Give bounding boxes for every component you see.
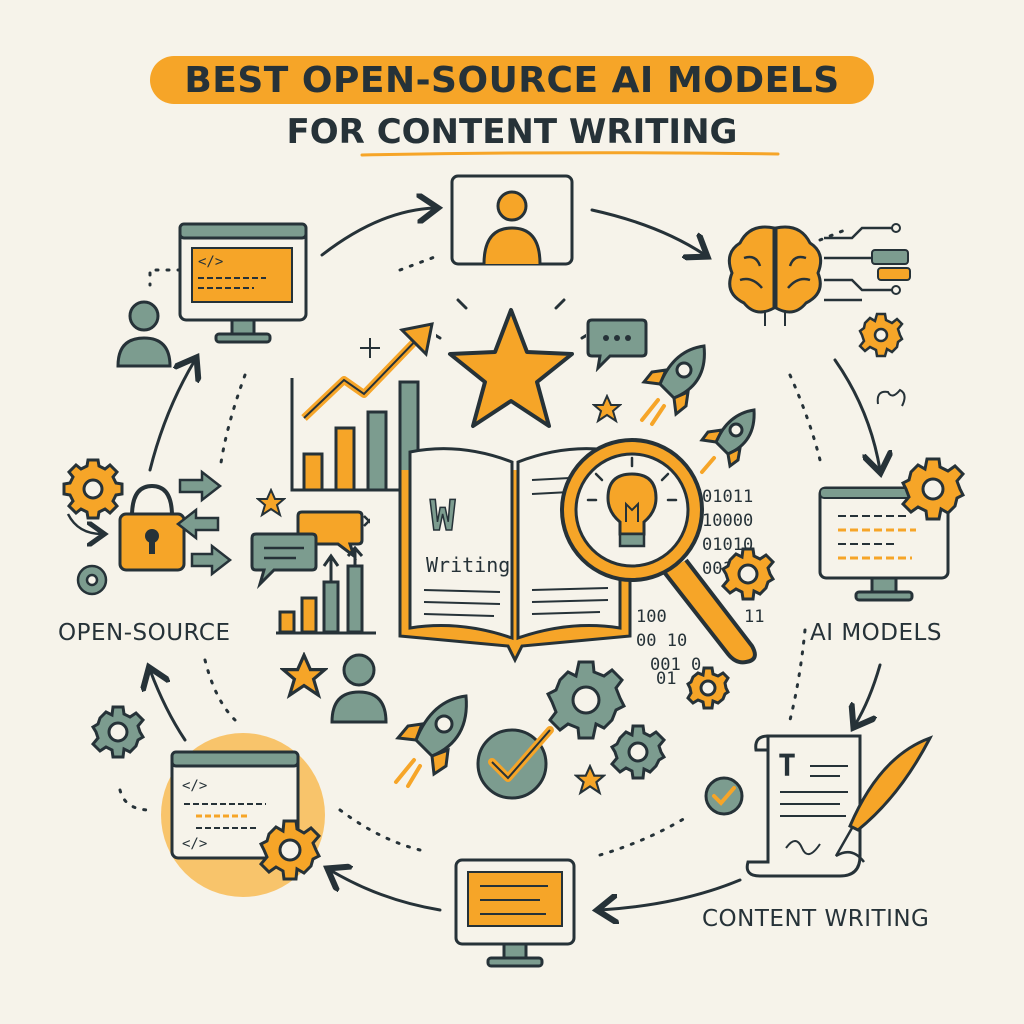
- rocket-icon: [394, 694, 468, 788]
- binary-line: 00 10: [636, 631, 687, 651]
- rocket-icon: [699, 408, 756, 474]
- lock-cluster: [62, 458, 233, 596]
- star-icon: [436, 298, 586, 428]
- magnifier-bulb-icon: [560, 438, 757, 665]
- bar-chart-icon: [276, 546, 376, 635]
- binary-line: 11: [744, 607, 764, 627]
- chat-bubble-icon: [586, 318, 648, 372]
- gear-icon: [858, 312, 904, 358]
- binary-line: 100: [636, 607, 667, 627]
- chat-bubbles-icon: [250, 510, 370, 590]
- code-tag-text: </>: [198, 254, 223, 270]
- star-icon: [592, 394, 622, 424]
- person-icon: [116, 300, 172, 368]
- label-ai-models: AI MODELS: [810, 620, 942, 646]
- star-icon: [574, 764, 606, 796]
- binary-line: 10000: [702, 511, 753, 531]
- bottom-monitor-icon: [454, 858, 576, 968]
- code-monitor-icon: </>: [178, 222, 308, 344]
- binary-line: 01: [656, 669, 676, 689]
- binary-digits-lower: 100 00 10 001 0 11: [636, 607, 764, 675]
- title-underline: [360, 151, 780, 157]
- binary-line: 01010: [702, 535, 753, 555]
- code-tag-text: </>: [182, 836, 207, 852]
- rocket-icon: [640, 344, 706, 426]
- brain-icon: [727, 225, 823, 326]
- book-letter: W: [430, 491, 456, 540]
- user-profile-card-icon: [450, 174, 574, 266]
- title-line-2: FOR CONTENT WRITING: [286, 112, 738, 152]
- title-line-1: BEST OPEN-SOURCE AI MODELS: [150, 56, 874, 104]
- title-block: BEST OPEN-SOURCE AI MODELS FOR CONTENT W…: [0, 0, 1024, 170]
- code-window-icon: </> </>: [170, 750, 300, 860]
- binary-line: 001 0: [650, 655, 701, 675]
- circuit-lines-icon: [824, 223, 911, 302]
- label-open-source: OPEN-SOURCE: [58, 620, 231, 646]
- check-circle-icon: [704, 776, 744, 816]
- gear-icon: [720, 547, 776, 601]
- book-word: Writing: [426, 553, 510, 577]
- document-letter: T: [778, 749, 796, 784]
- gear-icon: [900, 457, 966, 521]
- star-icon: [280, 652, 328, 699]
- gear-icon: [90, 705, 146, 759]
- person-icon: [330, 653, 388, 724]
- star-icon: [256, 488, 286, 518]
- sparkle-icon: [360, 338, 380, 358]
- squiggle-icon: [876, 388, 906, 407]
- gear-icon: [258, 819, 322, 881]
- growth-chart-icon: [290, 322, 440, 492]
- binary-line: 01011: [702, 487, 753, 507]
- label-content-writing: CONTENT WRITING: [702, 906, 930, 932]
- document-quill-icon: T: [745, 734, 934, 878]
- gears-cluster: 01: [545, 660, 730, 780]
- code-tag-text: </>: [182, 778, 207, 794]
- check-badge-icon: [476, 726, 554, 800]
